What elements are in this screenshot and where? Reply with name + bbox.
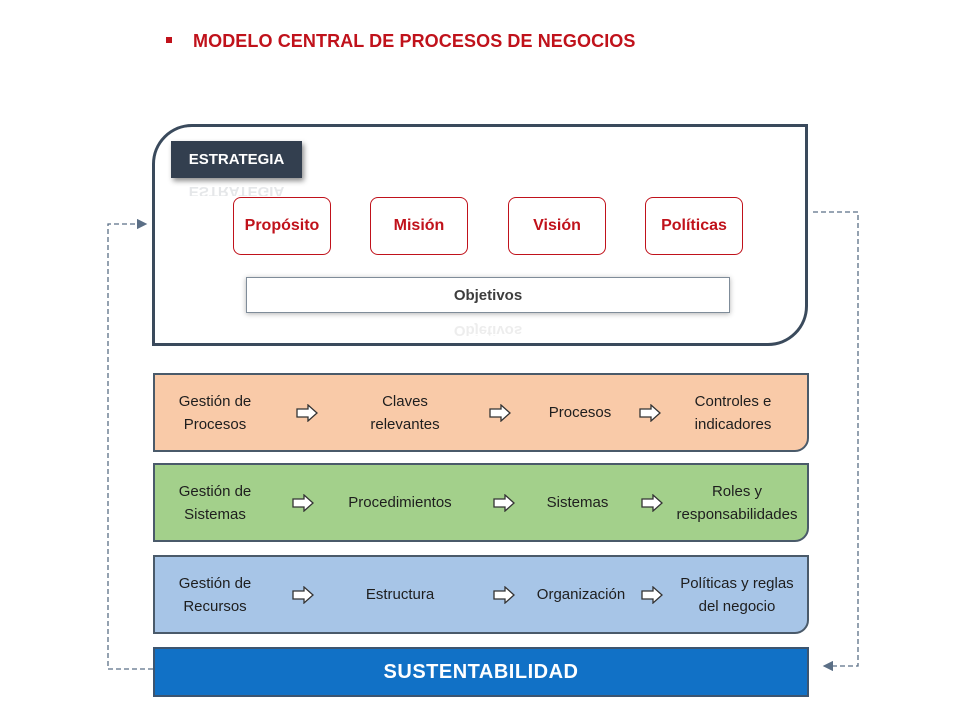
band-cell: Procedimientos [348, 494, 452, 511]
band-cell: Organización [536, 586, 626, 603]
sustentabilidad-bar: SUSTENTABILIDAD [153, 647, 809, 697]
left-feedback-arrow [107, 218, 153, 670]
objetivos-reflection: Objetivos [453, 322, 523, 336]
band-cell: Estructura [365, 586, 435, 603]
title-bullet [166, 37, 172, 43]
band-cell: Sistemas [546, 494, 609, 511]
objetivos-bar: Objetivos [246, 277, 730, 313]
arrow-right-icon [493, 585, 515, 604]
estrategia-tag: ESTRATEGIA [171, 141, 302, 178]
arrow-right-icon [489, 403, 511, 422]
pillar-proposito: Propósito [233, 197, 331, 255]
arrow-right-icon [296, 403, 318, 422]
estrategia-reflection: ESTRATEGIA [188, 183, 285, 196]
arrow-right-icon [641, 493, 663, 512]
right-feedback-arrow [813, 211, 859, 672]
pillar-vision: Visión [508, 197, 606, 255]
page-title: MODELO CENTRAL DE PROCESOS DE NEGOCIOS [193, 31, 636, 51]
arrow-right-icon [641, 585, 663, 604]
pillar-mision: Misión [370, 197, 468, 255]
arrow-right-icon [639, 403, 661, 422]
arrow-right-icon [292, 493, 314, 512]
arrow-right-icon [292, 585, 314, 604]
pillar-politicas: Políticas [645, 197, 743, 255]
band-cell: Procesos [548, 404, 612, 421]
arrow-right-icon [493, 493, 515, 512]
